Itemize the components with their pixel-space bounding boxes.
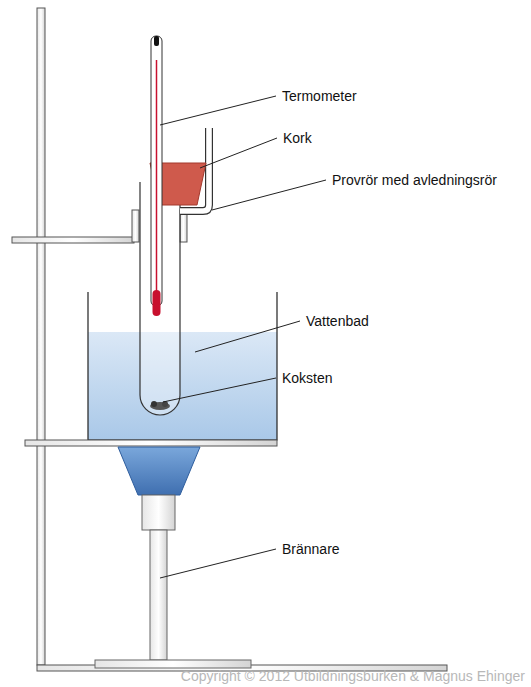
leader-line <box>212 180 326 210</box>
part-label: Provrör med avledningsrör <box>332 172 497 188</box>
burner-base <box>95 660 251 668</box>
leader-lines <box>160 96 326 578</box>
thermometer-bulb <box>153 290 161 316</box>
thermometer <box>151 36 162 306</box>
stand-rod <box>37 8 45 665</box>
part-label: Kork <box>283 130 312 146</box>
part-label: Termometer <box>282 88 357 104</box>
platform <box>25 440 277 446</box>
leader-line <box>160 96 276 125</box>
beaker <box>88 292 277 440</box>
clamp-jaw <box>132 210 139 242</box>
part-label: Vattenbad <box>306 313 369 329</box>
leader-line <box>195 321 300 352</box>
leader-line <box>160 549 276 578</box>
water <box>88 332 277 440</box>
burner-head <box>118 447 200 495</box>
boiling-stones <box>150 402 170 410</box>
leader-line <box>163 378 276 402</box>
burner-stem <box>150 530 167 660</box>
thermometer-cap <box>154 36 159 46</box>
boiling-stones <box>151 401 157 407</box>
burner-body <box>142 495 175 530</box>
part-label: Koksten <box>282 370 333 386</box>
thermometer-column <box>156 60 158 292</box>
watermark: Copyright © 2012 Utbildningsburken & Mag… <box>181 668 525 684</box>
leader-line <box>200 138 277 168</box>
clamp-rod <box>12 237 134 243</box>
part-label: Brännare <box>282 541 340 557</box>
